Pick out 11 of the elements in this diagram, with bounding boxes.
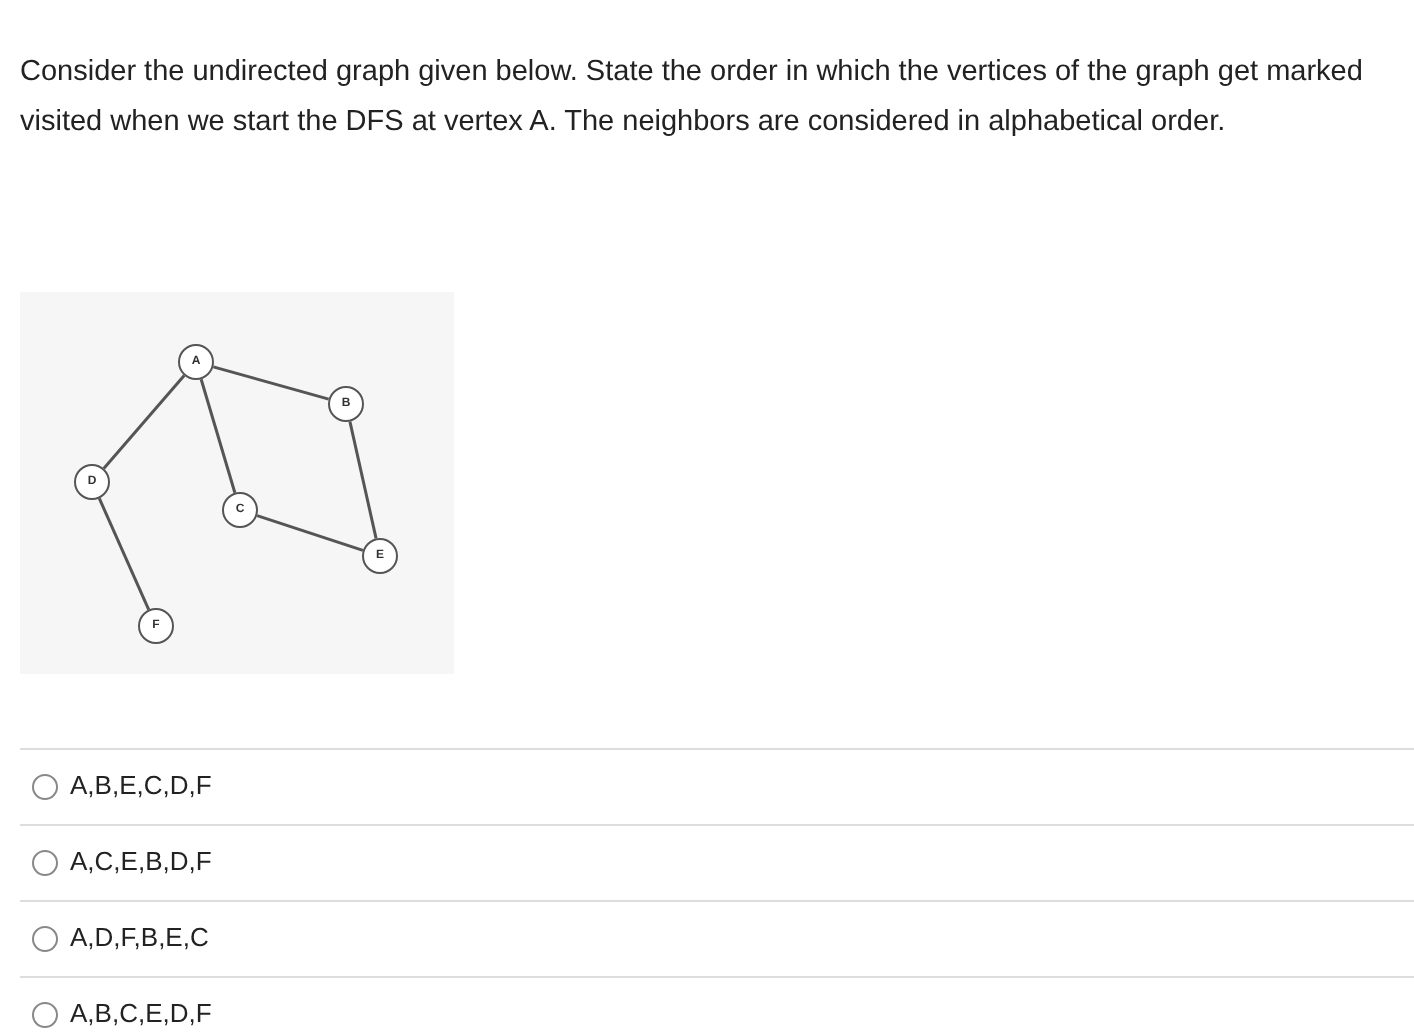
graph-edge: [199, 378, 237, 494]
graph-edge: [256, 514, 364, 552]
graph-edge: [212, 365, 330, 401]
graph-edge: [102, 374, 186, 470]
question-text: Consider the undirected graph given below. State the order in which the vertices of the graph get marked visited when we start the DFS at vertex A. The neighbors are considered in alphabetical order.: [20, 54, 1365, 141]
answer-option: A,B,E,C,D,F: [70, 770, 212, 800]
answer-option: A,B,C,E,D,F: [70, 998, 212, 1028]
answer-option: A,D,F,B,E,C: [70, 922, 209, 952]
graph-edge: [97, 497, 151, 611]
answer-option: A,C,E,B,D,F: [70, 846, 212, 876]
graph-edge: [348, 421, 378, 539]
